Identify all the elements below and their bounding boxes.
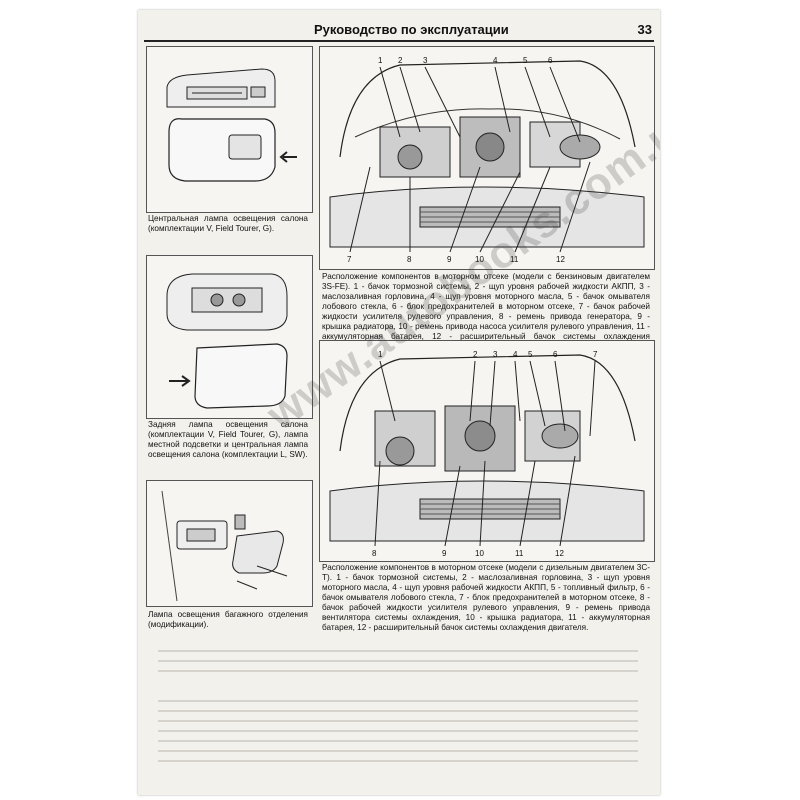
diesel-callout-5: 5 <box>528 350 533 359</box>
petrol-callout-9: 9 <box>447 255 452 264</box>
page-header: Руководство по эксплуатации 33 <box>144 22 654 42</box>
petrol-callout-4: 4 <box>493 56 498 65</box>
diesel-callout-3: 3 <box>493 350 498 359</box>
caption-engine-diesel: Расположение компонентов в моторном отсе… <box>322 563 650 632</box>
figure-rear-lamp <box>146 255 313 419</box>
figure-engine-diesel: 1 2 3 4 5 6 7 8 9 10 11 12 <box>319 340 655 562</box>
petrol-callout-2: 2 <box>398 56 403 65</box>
trunk-lamp-illustration <box>147 481 312 606</box>
petrol-callout-12: 12 <box>556 255 565 264</box>
figure-engine-petrol: 1 2 3 4 5 6 7 8 9 10 11 12 <box>319 46 655 270</box>
diesel-callout-8: 8 <box>372 549 377 558</box>
caption-trunk-lamp: Лампа освещения багажного отделения (мод… <box>148 610 308 629</box>
manual-page: Руководство по эксплуатации 33 Центральн… <box>138 10 660 795</box>
petrol-callout-6: 6 <box>548 56 553 65</box>
caption-rear-lamp: Задняя лампа освещения салона (комплекта… <box>148 420 308 459</box>
central-lamp-illustration <box>147 47 312 212</box>
petrol-callout-1: 1 <box>378 56 383 65</box>
diesel-callout-1: 1 <box>378 350 383 359</box>
page-number: 33 <box>637 22 652 37</box>
diesel-callout-6: 6 <box>553 350 558 359</box>
petrol-callout-10: 10 <box>475 255 484 264</box>
diesel-callout-4: 4 <box>513 350 518 359</box>
petrol-callout-11: 11 <box>510 255 519 264</box>
diesel-callout-12: 12 <box>555 549 564 558</box>
figure-trunk-lamp <box>146 480 313 607</box>
diesel-callout-2: 2 <box>473 350 478 359</box>
engine-diesel-illustration: 1 2 3 4 5 6 7 8 9 10 11 12 <box>320 350 654 558</box>
caption-central-lamp: Центральная лампа освещения салона (комп… <box>148 214 308 233</box>
petrol-callout-8: 8 <box>407 255 412 264</box>
petrol-callout-7: 7 <box>347 255 352 264</box>
rear-lamp-illustration <box>147 256 312 418</box>
petrol-callout-5: 5 <box>523 56 528 65</box>
diesel-callout-10: 10 <box>475 549 484 558</box>
page-title: Руководство по эксплуатации <box>314 22 509 37</box>
diesel-callout-11: 11 <box>515 549 524 558</box>
diesel-callout-7: 7 <box>593 350 598 359</box>
petrol-callout-3: 3 <box>423 56 428 65</box>
figure-central-lamp <box>146 46 313 213</box>
diesel-callout-9: 9 <box>442 549 447 558</box>
engine-petrol-illustration: 1 2 3 4 5 6 7 8 9 10 11 12 <box>320 56 654 264</box>
